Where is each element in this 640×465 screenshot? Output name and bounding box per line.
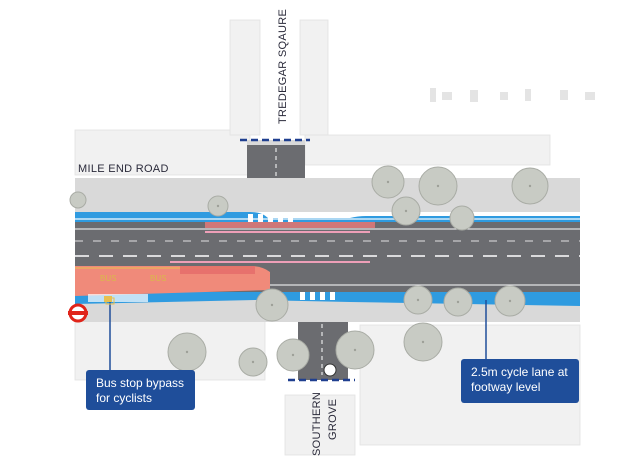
bus-lane-marking-1: BUS [100, 274, 116, 283]
distant-buildings [430, 88, 595, 102]
bus-stop-roundel-icon [68, 303, 88, 323]
bus-stop-bypass-line1: Bus stop bypass [96, 376, 185, 390]
south-crossing [300, 292, 335, 300]
north-footway [75, 178, 580, 212]
bus-shelter [104, 296, 112, 302]
cycle-lane-callout: 2.5m cycle lane at footway level [461, 359, 579, 403]
bus-stop-bypass-line2: for cyclists [96, 391, 153, 405]
street-label-southern: SOUTHERN [311, 392, 323, 456]
street-label-mile-end-road: MILE END ROAD [78, 163, 169, 175]
street-label-grove: GROVE [327, 399, 339, 440]
cycle-lane-line2: footway level [471, 380, 541, 394]
bus-stop-bypass-callout: Bus stop bypass for cyclists [86, 370, 195, 410]
bus-stop-island [88, 294, 148, 302]
speed-roundel-south [323, 363, 337, 377]
north-crossing [248, 214, 293, 222]
street-label-tredegar-square: TREDEGAR SQAURE [277, 9, 289, 124]
cycle-lane-line1: 2.5m cycle lane at [471, 365, 568, 379]
bus-lane-marking-2: BUS [150, 274, 166, 283]
